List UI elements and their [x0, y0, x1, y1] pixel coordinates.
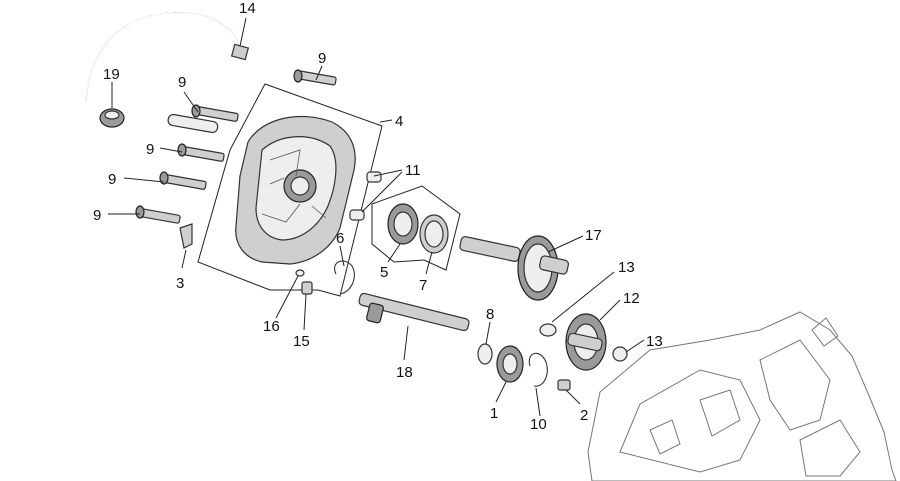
callout-9: 9 — [93, 207, 101, 224]
drain-screw — [301, 281, 313, 295]
breather-hose — [85, 12, 250, 103]
callout-8: 8 — [486, 306, 494, 323]
callout-2: 2 — [580, 407, 588, 424]
callout-9: 9 — [178, 74, 186, 91]
sealing-washer — [295, 269, 305, 277]
bolt-mid-left — [177, 143, 225, 162]
transmission-cover — [235, 115, 356, 265]
intermediate-gear — [565, 313, 607, 371]
output-shaft — [358, 292, 470, 332]
callout-9: 9 — [108, 171, 116, 188]
thrust-washer — [477, 343, 493, 365]
bearing-seal-frame — [371, 185, 461, 271]
circlip — [334, 260, 355, 295]
callout-5: 5 — [380, 264, 388, 281]
callout-7: 7 — [419, 277, 427, 294]
spacer-washer-upper — [539, 323, 557, 337]
callout-3: 3 — [176, 275, 184, 292]
callout-9: 9 — [146, 141, 154, 158]
callout-13: 13 — [646, 333, 663, 350]
callout-16: 16 — [263, 318, 280, 335]
needle-roller — [557, 379, 571, 391]
callout-17: 17 — [585, 227, 602, 244]
callout-1: 1 — [490, 405, 498, 422]
bracket — [179, 223, 193, 249]
callout-9: 9 — [318, 50, 326, 67]
dowel-pins — [349, 171, 382, 221]
leader-lines — [108, 17, 645, 417]
callout-6: 6 — [336, 230, 344, 247]
ball-bearing — [496, 345, 524, 383]
callout-15: 15 — [293, 333, 310, 350]
callout-11: 11 — [405, 162, 421, 179]
driven-shaft-gear — [459, 235, 570, 301]
callout-4: 4 — [395, 113, 403, 130]
crankcase-outline — [587, 311, 897, 481]
cover-assembly-frame — [197, 83, 383, 297]
callout-14: 14 — [239, 0, 256, 17]
callout-labels: 14 19 9 9 4 9 11 9 9 6 17 5 7 3 13 12 8 … — [93, 0, 663, 433]
callout-19: 19 — [103, 66, 120, 83]
bolt-lower-left — [159, 171, 207, 190]
spacer-washer-lower — [612, 346, 628, 362]
retaining-ring — [528, 352, 548, 387]
callout-18: 18 — [396, 364, 413, 381]
callout-13: 13 — [618, 259, 635, 276]
bolt-bottom-left — [135, 205, 181, 224]
grommet — [99, 108, 125, 128]
spacer-sleeve — [167, 113, 219, 134]
bolt-top — [293, 69, 337, 86]
callout-10: 10 — [530, 416, 547, 433]
callout-12: 12 — [623, 290, 640, 307]
